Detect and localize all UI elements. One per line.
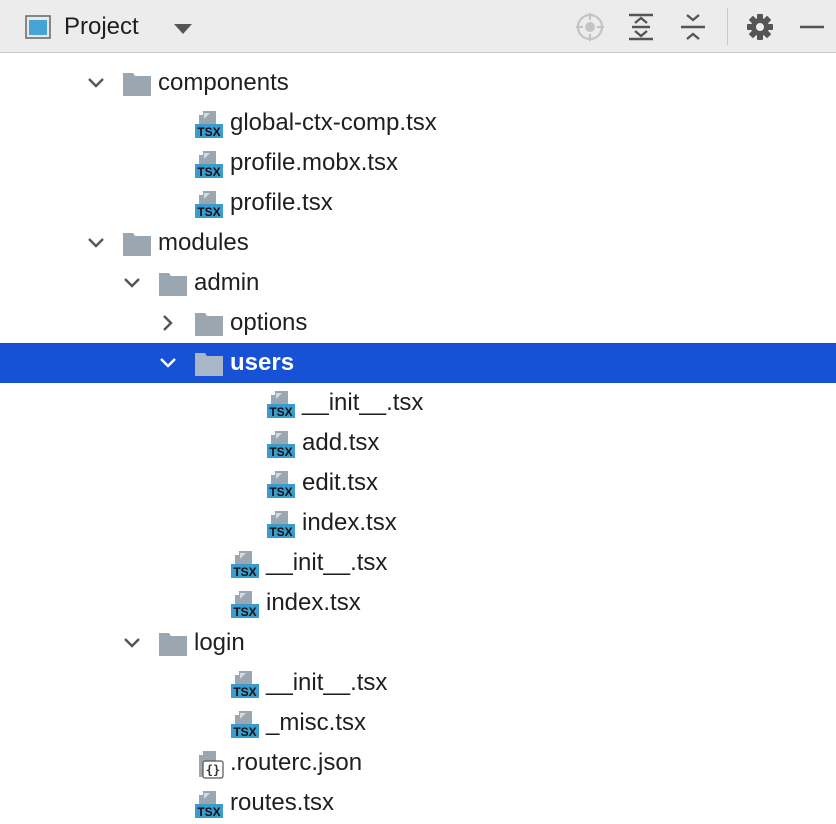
folder-icon	[122, 231, 152, 262]
tsx-file-icon: TSX	[230, 709, 260, 744]
tree-file-row[interactable]: TSX __init__.tsx	[0, 383, 836, 423]
tree-item-label: index.tsx	[302, 509, 397, 536]
tree-item-label: users	[230, 349, 295, 376]
tree-file-row[interactable]: TSX edit.tsx	[0, 463, 836, 503]
folder-icon	[194, 311, 224, 342]
tree-item-label: edit.tsx	[302, 469, 379, 496]
tree-item-label: add.tsx	[302, 429, 380, 456]
tree-folder-row[interactable]: components	[0, 63, 836, 103]
hide-icon[interactable]	[795, 10, 829, 44]
svg-text:TSX: TSX	[269, 485, 292, 499]
tsx-file-icon: TSX	[230, 549, 260, 584]
locate-icon[interactable]	[573, 10, 607, 44]
tree-folder-row[interactable]: users	[0, 343, 836, 383]
svg-text:TSX: TSX	[269, 405, 292, 419]
tree-item-label: __init__.tsx	[266, 549, 388, 576]
tree-file-row[interactable]: TSX profile.mobx.tsx	[0, 143, 836, 183]
tsx-file-icon: TSX	[266, 389, 296, 424]
svg-text:TSX: TSX	[197, 165, 220, 179]
svg-text:TSX: TSX	[233, 685, 256, 699]
project-tool-window-header: Project	[0, 0, 836, 53]
tree-file-row[interactable]: TSX __init__.tsx	[0, 543, 836, 583]
folder-icon	[122, 71, 152, 102]
tsx-file-icon: TSX	[194, 789, 224, 824]
dropdown-icon[interactable]	[174, 24, 192, 34]
expand-all-icon[interactable]	[624, 10, 658, 44]
svg-text:TSX: TSX	[197, 805, 220, 819]
tree-item-label: options	[230, 309, 308, 336]
tree-folder-row[interactable]: modules	[0, 223, 836, 263]
tree-item-label: admin	[194, 269, 260, 296]
tree-item-label: profile.mobx.tsx	[230, 149, 399, 176]
settings-icon[interactable]	[743, 10, 777, 44]
tree-item-label: routes.tsx	[230, 789, 335, 816]
chevron-down-icon[interactable]	[86, 233, 106, 253]
tsx-file-icon: TSX	[230, 669, 260, 704]
tsx-file-icon: TSX	[266, 429, 296, 464]
svg-text:TSX: TSX	[233, 605, 256, 619]
chevron-down-icon[interactable]	[158, 353, 178, 373]
tree-item-label: .routerc.json	[230, 749, 363, 776]
tree-file-row[interactable]: TSX index.tsx	[0, 583, 836, 623]
svg-text:TSX: TSX	[233, 725, 256, 739]
svg-text:TSX: TSX	[269, 525, 292, 539]
tree-item-label: _misc.tsx	[266, 709, 367, 736]
tsx-file-icon: TSX	[266, 509, 296, 544]
tree-file-row[interactable]: TSX routes.tsx	[0, 783, 836, 823]
tsx-file-icon: TSX	[266, 469, 296, 504]
chevron-right-icon[interactable]	[158, 313, 178, 333]
tsx-file-icon: TSX	[194, 109, 224, 144]
tree-folder-row[interactable]: options	[0, 303, 836, 343]
chevron-down-icon[interactable]	[122, 273, 142, 293]
folder-icon	[194, 351, 224, 382]
tree-file-row[interactable]: TSX __init__.tsx	[0, 663, 836, 703]
chevron-down-icon[interactable]	[122, 633, 142, 653]
chevron-down-icon[interactable]	[86, 73, 106, 93]
toolbar-separator	[727, 8, 728, 45]
tsx-file-icon: TSX	[194, 149, 224, 184]
project-view-icon	[25, 15, 51, 39]
tree-file-row[interactable]: TSX global-ctx-comp.tsx	[0, 103, 836, 143]
svg-text:TSX: TSX	[197, 125, 220, 139]
tree-file-row[interactable]: TSX _misc.tsx	[0, 703, 836, 743]
folder-icon	[158, 271, 188, 302]
tree-item-label: index.tsx	[266, 589, 361, 616]
tsx-file-icon: TSX	[230, 589, 260, 624]
svg-text:TSX: TSX	[233, 565, 256, 579]
tree-file-row[interactable]: TSX index.tsx	[0, 503, 836, 543]
tree-item-label: __init__.tsx	[266, 669, 388, 696]
tool-window-title[interactable]: Project	[64, 13, 139, 40]
tree-item-label: profile.tsx	[230, 189, 333, 216]
tree-folder-row[interactable]: admin	[0, 263, 836, 303]
tree-item-label: login	[194, 629, 245, 656]
folder-icon	[158, 631, 188, 662]
tree-file-row[interactable]: {} .routerc.json	[0, 743, 836, 783]
tsx-file-icon: TSX	[194, 189, 224, 224]
svg-text:{}: {}	[206, 763, 220, 777]
tree-item-label: modules	[158, 229, 249, 256]
tree-item-label: components	[158, 69, 289, 96]
svg-text:TSX: TSX	[269, 445, 292, 459]
tree-item-label: global-ctx-comp.tsx	[230, 109, 437, 136]
svg-text:TSX: TSX	[197, 205, 220, 219]
tree-folder-row[interactable]: login	[0, 623, 836, 663]
json-file-icon: {}	[194, 749, 224, 784]
tree-file-row[interactable]: TSX profile.tsx	[0, 183, 836, 223]
tree-file-row[interactable]: TSX add.tsx	[0, 423, 836, 463]
collapse-all-icon[interactable]	[676, 10, 710, 44]
tree-item-label: __init__.tsx	[302, 389, 424, 416]
